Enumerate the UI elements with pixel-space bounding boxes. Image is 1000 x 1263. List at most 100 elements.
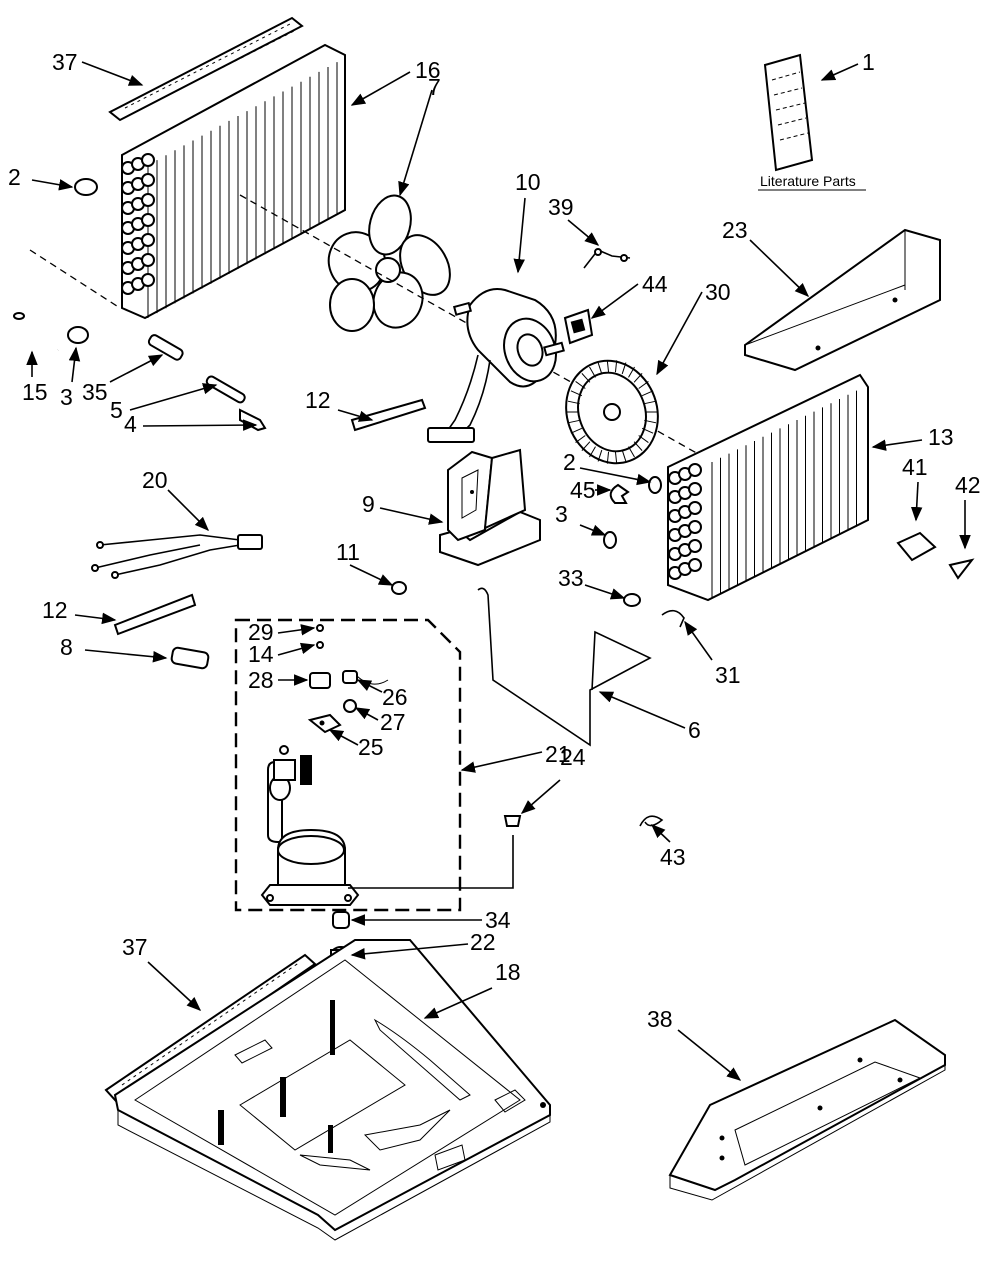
part-24-screw <box>503 815 522 827</box>
callout-23: 23 <box>722 217 810 298</box>
callout-33: 33 <box>558 565 626 600</box>
callout-arrow <box>277 642 316 656</box>
callout-label: 12 <box>305 387 331 413</box>
part-25-bracket <box>307 713 342 734</box>
part-45-clip <box>609 483 630 504</box>
callout-label: 23 <box>722 217 748 243</box>
callout-label: 28 <box>248 667 274 693</box>
callout-arrow <box>350 943 469 960</box>
callout-label: 10 <box>515 169 541 195</box>
callout-label: 13 <box>928 424 954 450</box>
callout-28: 28 <box>248 667 309 693</box>
callout-arrow <box>650 824 671 843</box>
callout-10: 10 <box>513 169 541 274</box>
part-21-compressor <box>260 745 360 906</box>
callout-label: 44 <box>642 271 668 297</box>
part-6-tube <box>477 587 652 747</box>
callout-arrow <box>398 89 433 197</box>
callout-label: 6 <box>688 717 701 743</box>
callout-13: 13 <box>871 424 954 451</box>
part-33-ring <box>623 593 641 607</box>
part-35-drier <box>147 334 184 361</box>
callout-38: 38 <box>647 1006 742 1081</box>
callout-31: 31 <box>684 620 741 688</box>
part-34-grommet <box>332 911 350 929</box>
callout-27: 27 <box>354 707 406 735</box>
callout-41: 41 <box>902 454 928 522</box>
callout-30: 30 <box>656 279 731 376</box>
callout-arrow <box>910 481 923 522</box>
callout-arrow <box>142 419 258 431</box>
callout-label: 12 <box>42 597 68 623</box>
part-31-clip <box>661 609 685 628</box>
part-4-tip <box>239 408 267 432</box>
callout-29: 29 <box>248 619 316 645</box>
callout-2: 2 <box>8 164 74 191</box>
callout-44: 44 <box>590 271 668 319</box>
part-29-bolt <box>316 624 324 632</box>
part-37-insulation-strip-top <box>108 16 304 122</box>
callout-2: 2 <box>563 449 652 486</box>
callout-label: 2 <box>8 164 21 190</box>
callout-arrow <box>579 524 607 536</box>
part-28-sleeve <box>309 672 331 689</box>
callout-arrow <box>584 584 626 600</box>
discharge-pipe <box>348 835 514 889</box>
callout-arrow <box>749 239 810 298</box>
callout-arrow <box>68 346 81 383</box>
callout-label: 24 <box>560 744 586 770</box>
callout-4: 4 <box>124 411 258 437</box>
callout-39: 39 <box>548 194 600 246</box>
callout-1: 1 <box>820 49 875 81</box>
callout-label: 3 <box>555 501 568 527</box>
part-38-base-tray <box>668 1018 946 1201</box>
callout-34: 34 <box>350 907 511 933</box>
callout-5: 5 <box>110 383 218 423</box>
callout-label: 18 <box>495 959 521 985</box>
callout-arrow <box>656 291 703 376</box>
part-7-fan-blade <box>327 194 451 332</box>
callout-45: 45 <box>570 477 612 503</box>
callout-label: 31 <box>715 662 741 688</box>
callout-arrow <box>328 729 359 746</box>
callout-label: 37 <box>122 934 148 960</box>
callout-label: 1 <box>862 49 875 75</box>
callout-arrow <box>423 987 493 1019</box>
callout-label: 26 <box>382 684 408 710</box>
callout-label: 30 <box>705 279 731 305</box>
callout-42: 42 <box>955 472 981 550</box>
callout-7: 7 <box>398 74 441 197</box>
callout-label: 2 <box>563 449 576 475</box>
callout-arrow <box>871 439 923 451</box>
callout-label: 22 <box>470 929 496 955</box>
callout-arrow <box>109 354 164 383</box>
callout-arrow <box>129 383 218 411</box>
callout-21: 21 <box>460 741 571 773</box>
part-43-clip <box>639 815 664 827</box>
callout-arrow <box>350 71 411 106</box>
part-14-washer <box>316 641 324 649</box>
callout-43: 43 <box>650 824 686 870</box>
callout-14: 14 <box>248 641 316 667</box>
callout-arrow <box>513 197 526 274</box>
callout-label: 27 <box>380 709 406 735</box>
callout-arrow <box>684 620 713 661</box>
part-26-protector <box>342 670 389 685</box>
callout-label: 15 <box>22 379 48 405</box>
callout-arrow <box>354 707 379 721</box>
callout-arrow <box>356 679 383 693</box>
callout-arrow <box>167 489 210 532</box>
part-2-ring-right <box>648 476 662 494</box>
callout-16: 16 <box>350 57 441 106</box>
callout-arrow <box>84 649 168 663</box>
callout-15: 15 <box>22 350 48 405</box>
callout-label: 43 <box>660 844 686 870</box>
callout-label: 41 <box>902 454 928 480</box>
callout-label: 16 <box>415 57 441 83</box>
callout-label: 9 <box>362 491 375 517</box>
callout-label: 34 <box>485 907 511 933</box>
callout-arrow <box>81 61 144 86</box>
part-42-clip <box>948 558 975 580</box>
